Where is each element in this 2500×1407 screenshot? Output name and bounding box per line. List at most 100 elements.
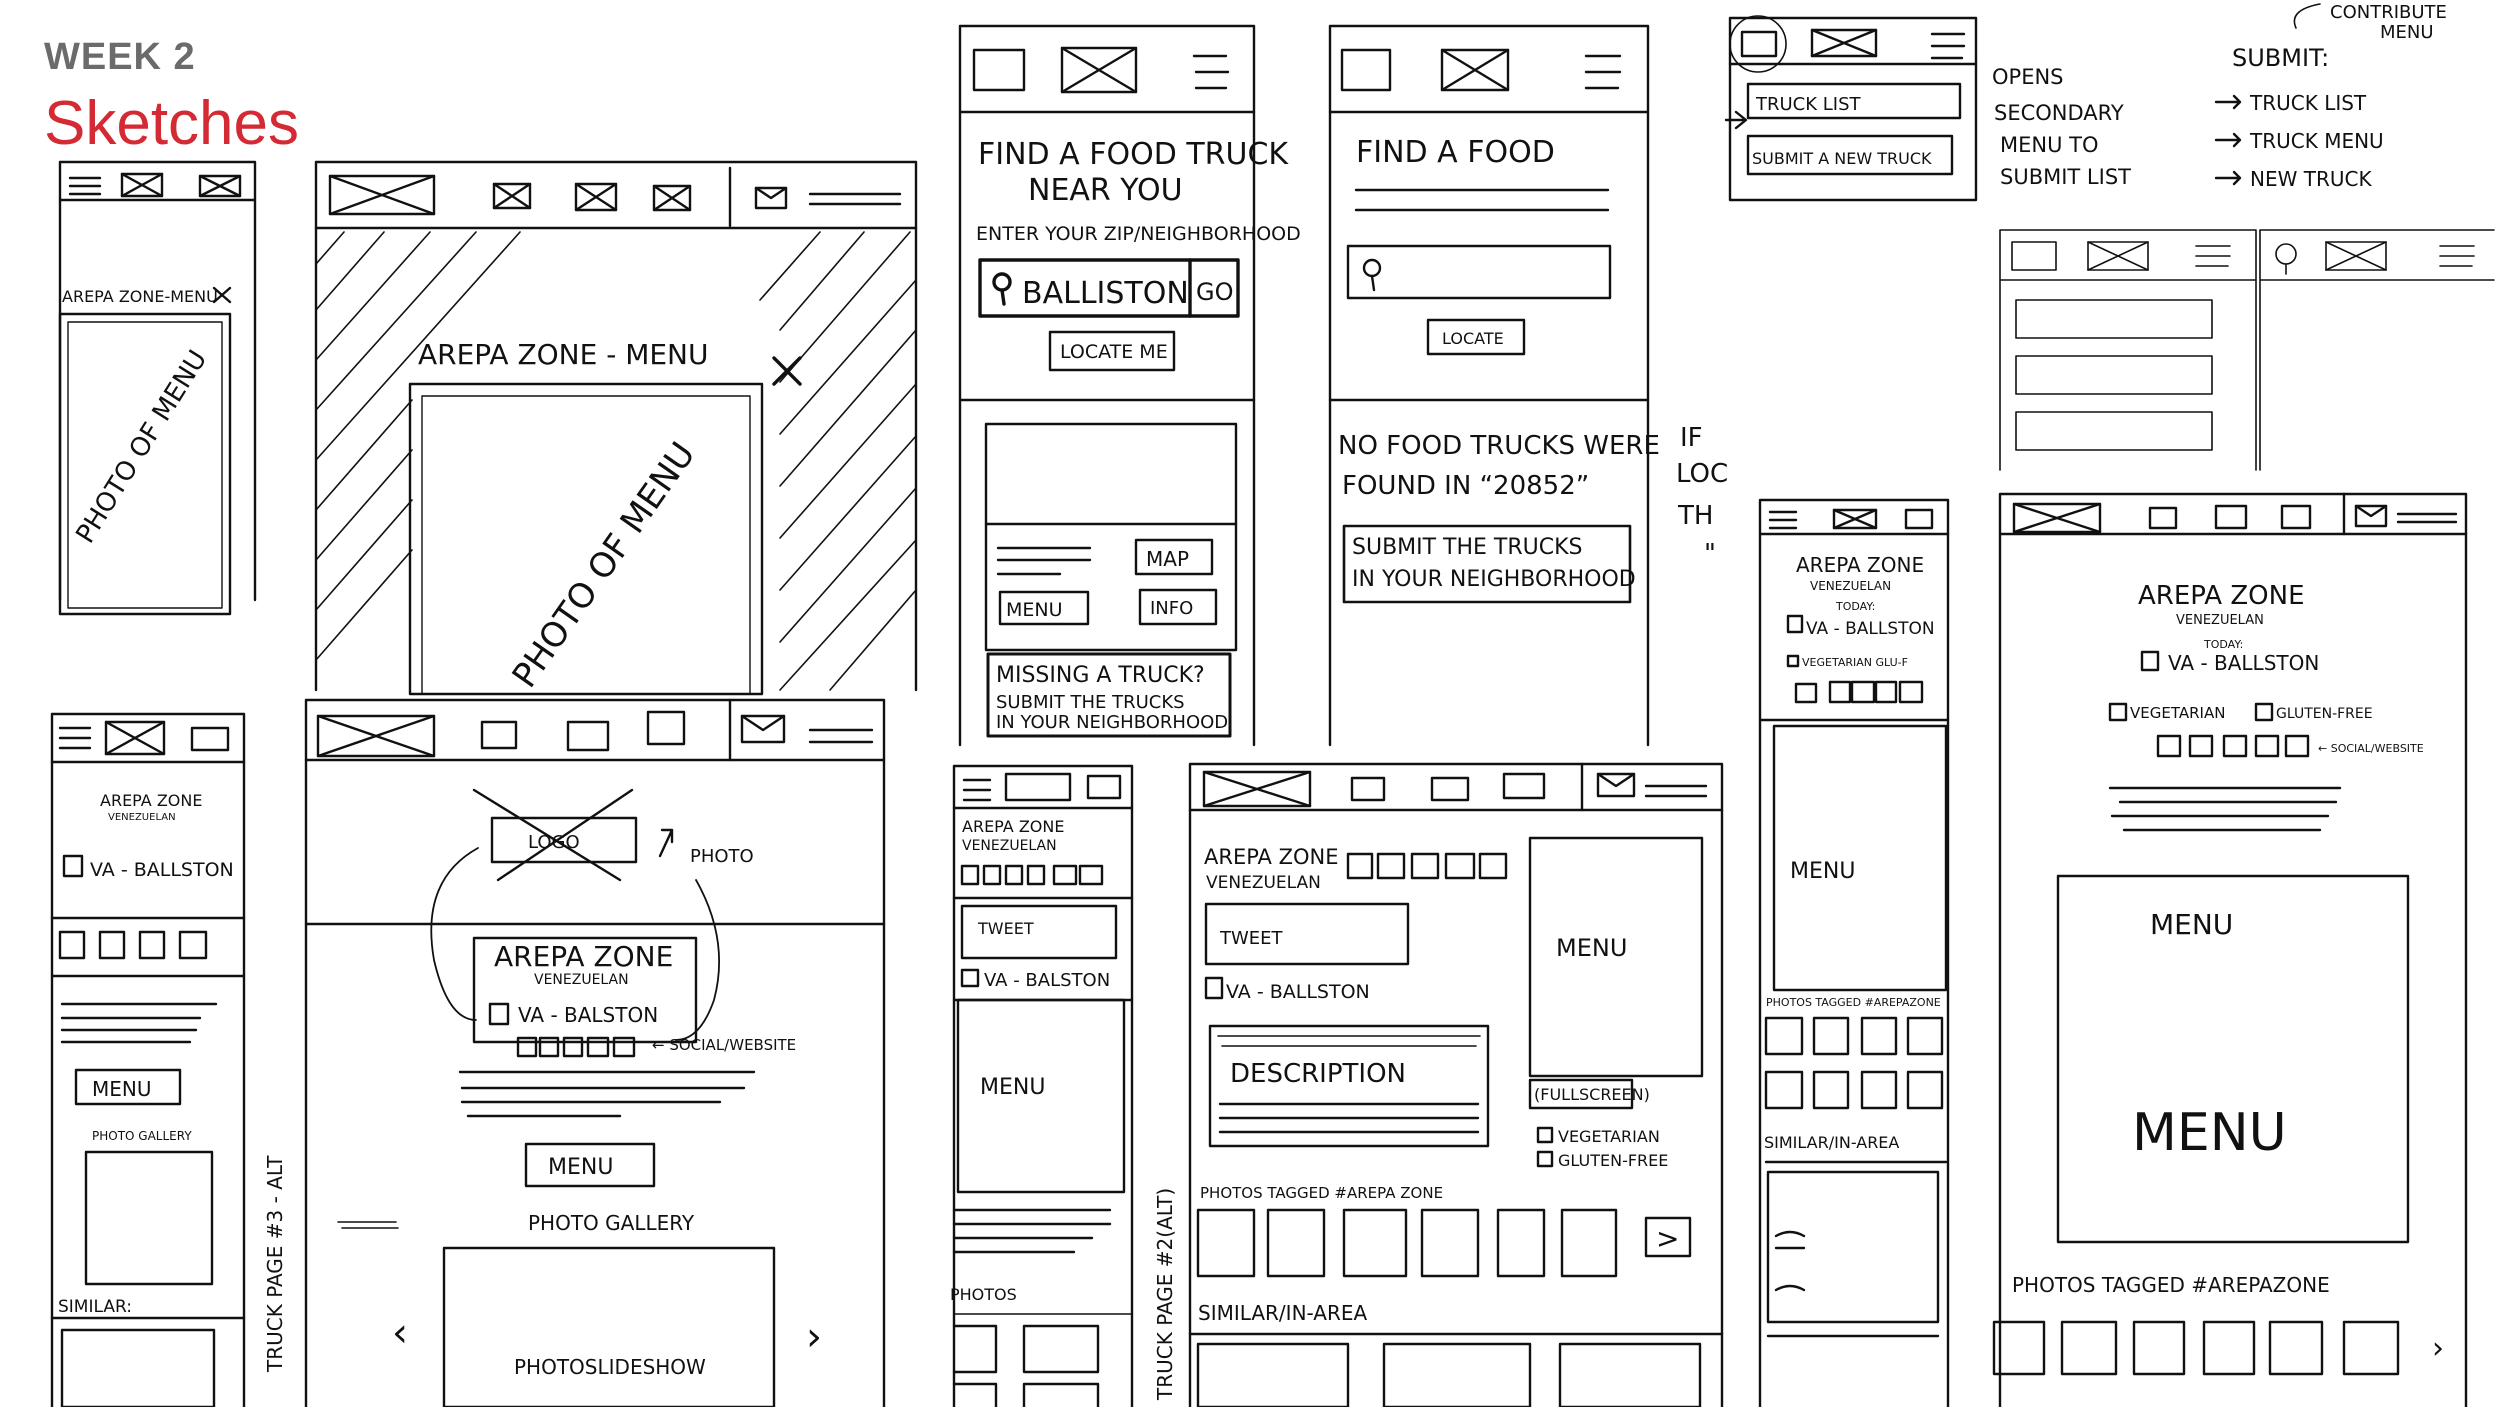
missing-truck-box[interactable] xyxy=(986,652,1232,738)
zip-search-field[interactable] xyxy=(978,258,1240,318)
photos-tagged-label: PHOTOS TAGGED #AREPA ZONE xyxy=(1200,1184,1443,1202)
truck-cuisine: VENEZUELAN xyxy=(2176,613,2264,628)
truck-location: VA - BALSTON xyxy=(984,970,1110,991)
location-checkbox[interactable] xyxy=(62,854,84,878)
gluten-free-label: GLUTEN-FREE xyxy=(2276,706,2373,722)
sketch-desktop-menu-overlay: AREPA ZONE - MENU PHOTO OF MENU xyxy=(314,160,918,696)
vegetarian-checkbox[interactable] xyxy=(1536,1126,1554,1144)
locate-me-button[interactable] xyxy=(1048,330,1176,372)
prev-arrow[interactable]: ‹ xyxy=(392,1310,408,1356)
submit-heading: SUBMIT: xyxy=(2232,44,2329,72)
sketch-mobile-truck-page-right: AREPA ZONE VENEZUELAN TODAY: VA - BALLST… xyxy=(1758,498,1950,1407)
gluten-free-checkbox[interactable] xyxy=(2254,702,2274,722)
description-label: DESCRIPTION xyxy=(1230,1059,1406,1089)
search-prompt: ENTER YOUR ZIP/NEIGHBORHOOD xyxy=(976,223,1301,245)
sketch-cutoff-note: IF LOC TH " xyxy=(1676,423,1728,569)
social-note: ← SOCIAL/WEBSITE xyxy=(652,1036,796,1054)
sketch-mobile-truck-page: AREPA ZONE VENEZUELAN TWEET VA - BALSTON… xyxy=(950,764,1134,1407)
sketch-mobile-truck-page-alt: AREPA ZONE VENEZUELAN VA - BALLSTON MENU… xyxy=(50,712,287,1407)
photo-note: PHOTO xyxy=(690,846,754,867)
location-checkbox[interactable] xyxy=(2140,650,2160,672)
note-line4: " xyxy=(1704,539,1716,569)
truck-location: VA - BALLSTON xyxy=(90,859,234,881)
vegetarian-label: VEGETARIAN xyxy=(2130,704,2225,722)
similar-label: SIMILAR: xyxy=(58,1297,132,1317)
menu-photo-label: PHOTO OF MENU xyxy=(70,345,213,549)
info-button[interactable] xyxy=(1138,588,1218,626)
location-pin-icon xyxy=(992,272,1012,292)
logo-label: LOGO xyxy=(528,832,580,853)
note-submit-list: SUBMIT LIST xyxy=(2000,165,2131,189)
map-button[interactable] xyxy=(1134,538,1214,576)
truck-cuisine: VENEZUELAN xyxy=(534,972,629,988)
menu-small-label: MENU xyxy=(2150,908,2233,941)
menu-button[interactable] xyxy=(74,1068,182,1106)
truck-cuisine: VENEZUELAN xyxy=(1206,873,1321,893)
next-arrow[interactable]: › xyxy=(806,1314,822,1360)
note-menu-to: MENU TO xyxy=(2000,133,2099,157)
location-checkbox[interactable] xyxy=(960,968,980,988)
truck-name: AREPA ZONE xyxy=(2138,581,2305,611)
sketch-desktop-truck-page-alt: AREPA ZONE VENEZUELAN MENU TWEET VA - BA… xyxy=(1153,762,1724,1407)
truck-cuisine: VENEZUELAN xyxy=(108,812,176,823)
similar-label: SIMILAR/IN-AREA xyxy=(1198,1301,1368,1325)
gluten-free-checkbox[interactable] xyxy=(1536,1150,1554,1168)
close-icon[interactable] xyxy=(772,356,802,386)
tweet-box[interactable] xyxy=(1204,902,1410,966)
location-pin-icon[interactable] xyxy=(2275,243,2297,265)
fullscreen-button[interactable] xyxy=(1528,1078,1634,1110)
truck-name: AREPA ZONE xyxy=(100,791,202,810)
go-button[interactable]: GO! xyxy=(1196,278,1243,306)
gluten-free-label: GLUTEN-FREE xyxy=(1558,1151,1668,1170)
sketch-desktop-truck-page-large: AREPA ZONE VENEZUELAN TODAY: VA - BALLST… xyxy=(1992,492,2468,1407)
location-checkbox[interactable] xyxy=(1204,976,1224,1000)
result-card[interactable] xyxy=(984,422,1238,652)
vegetarian-label: VEGETARIAN xyxy=(1558,1127,1660,1146)
tweet-label: TWEET xyxy=(1219,928,1284,949)
next-arrow[interactable]: › xyxy=(2432,1331,2444,1366)
note-line1: IF xyxy=(1680,423,1703,453)
sketch-mobile-search: FIND A FOOD TRUCK NEAR YOU ENTER YOUR ZI… xyxy=(958,24,1301,747)
search-heading-line1: FIND A FOOD TRUCK xyxy=(978,137,1289,172)
menu-panel[interactable] xyxy=(2056,874,2410,1244)
menu-panel[interactable] xyxy=(956,998,1126,1194)
missing-line3: IN YOUR NEIGHBORHOOD xyxy=(996,712,1228,733)
photo-slideshow[interactable] xyxy=(442,1246,776,1407)
submit-truck-item[interactable] xyxy=(1746,134,1954,176)
menu-label: MENU xyxy=(548,1155,613,1180)
zip-input-value[interactable]: BALLISTON xyxy=(1022,276,1189,311)
tweet-label: TWEET xyxy=(977,919,1034,938)
locate-label: LOCATE xyxy=(1442,329,1504,348)
gallery-label: PHOTO GALLERY xyxy=(528,1211,695,1235)
truck-name: AREPA ZONE xyxy=(494,940,673,973)
submit-trucks-box[interactable] xyxy=(1342,524,1632,604)
info-label: INFO xyxy=(1150,598,1193,619)
menu-panel[interactable] xyxy=(1528,836,1704,1078)
location-checkbox[interactable] xyxy=(1786,614,1804,634)
submit-option-2: TRUCK MENU xyxy=(2249,129,2384,153)
contribute-icon[interactable] xyxy=(1740,30,1778,58)
page-variant-note: TRUCK PAGE #3 - ALT xyxy=(263,1155,287,1373)
location-pin-icon xyxy=(1362,258,1382,278)
submit-option-1: TRUCK LIST xyxy=(2249,91,2367,115)
menu-button[interactable] xyxy=(998,590,1090,626)
locate-button[interactable] xyxy=(1426,318,1526,356)
sketch-desktop-truck-page: LOGO PHOTO AREPA ZONE VENEZUELAN VA - BA… xyxy=(304,698,886,1407)
menu-button[interactable] xyxy=(524,1142,656,1188)
map-label: MAP xyxy=(1146,547,1189,571)
tweet-box[interactable] xyxy=(960,904,1118,960)
today-label: TODAY: xyxy=(1835,600,1875,613)
fullscreen-label: (FULLSCREEN) xyxy=(1534,1085,1650,1104)
photos-label: PHOTOS xyxy=(950,1285,1017,1304)
note-secondary: SECONDARY xyxy=(1994,101,2124,125)
truck-location: VA - BALLSTON xyxy=(1806,619,1935,639)
submit-line1: SUBMIT THE TRUCKS xyxy=(1352,535,1583,560)
vegetarian-checkbox[interactable] xyxy=(2108,702,2128,722)
note-line3: TH xyxy=(1677,501,1713,531)
zip-search-field[interactable] xyxy=(1346,244,1612,300)
truck-list-item[interactable] xyxy=(1746,82,1962,120)
next-arrow-button[interactable] xyxy=(1644,1216,1692,1258)
close-icon[interactable] xyxy=(212,286,232,304)
location-checkbox[interactable] xyxy=(488,1002,510,1026)
truck-name: AREPA ZONE xyxy=(962,817,1064,836)
